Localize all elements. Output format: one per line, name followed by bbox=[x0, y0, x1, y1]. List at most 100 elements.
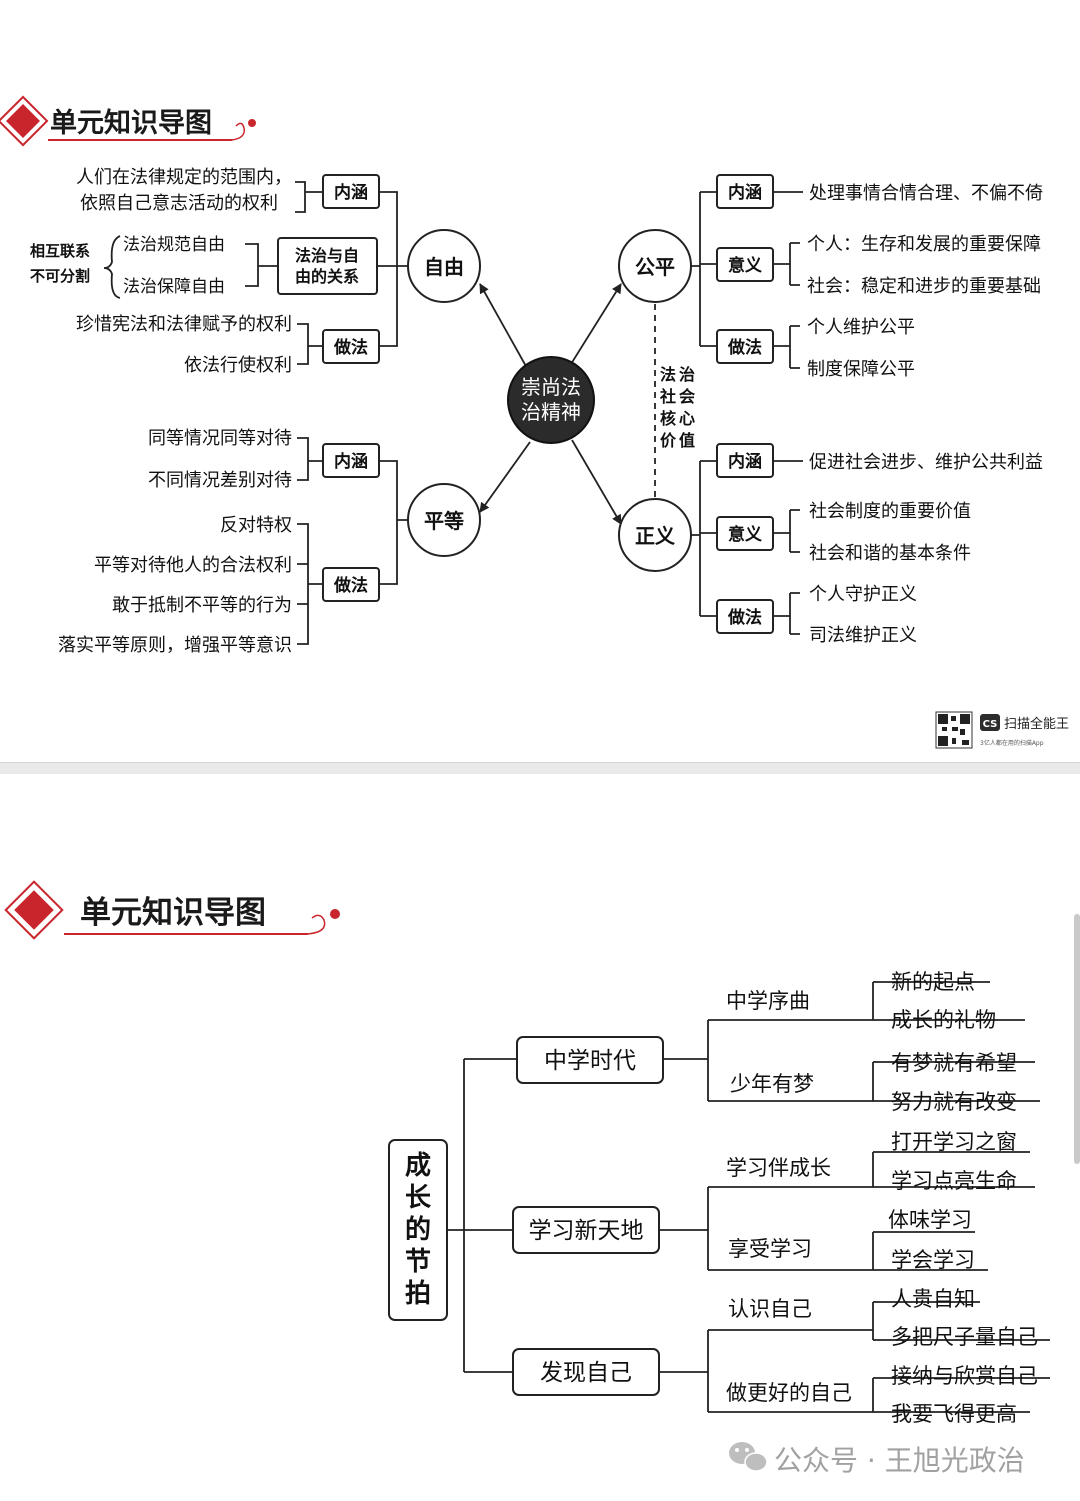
center-node: 崇尚法 治精神 bbox=[507, 356, 595, 444]
leaf-item: 学习点亮生命 bbox=[891, 1169, 1017, 1193]
center-line-2: 治精神 bbox=[521, 400, 581, 424]
core-value-char: 价 bbox=[660, 431, 677, 450]
text-line: 同等情况同等对待 bbox=[148, 428, 292, 449]
scanner-logo-text: CS bbox=[983, 719, 998, 730]
scanner-badge: CS 扫描全能王 3亿人都在用的扫描App bbox=[935, 711, 1069, 749]
text-line: 依法行使权利 bbox=[184, 355, 292, 376]
mindmap-rule-of-law: 单元知识导图 法 治 社 会 核 心 价 值 崇尚法 治精神 自由 内涵 人们在… bbox=[0, 95, 1069, 749]
label-zuofa: 做法 bbox=[727, 337, 762, 358]
mindmap-growth-rhythm: 单元知识导图 成 长 的 节 拍 中学时代 学习新天地 发现自己 中学序曲 少年… bbox=[4, 880, 1080, 1477]
watermark-text: 公众号 · 王旭光政治 bbox=[774, 1444, 1025, 1477]
leaf-item: 努力就有改变 bbox=[891, 1090, 1017, 1114]
group-label: 认识自己 bbox=[728, 1297, 812, 1321]
text-line: 依照自己意志活动的权利 bbox=[80, 193, 278, 214]
label-yiyi: 意义 bbox=[728, 255, 762, 276]
label-neihan: 内涵 bbox=[728, 182, 762, 203]
root-char: 长 bbox=[405, 1183, 432, 1213]
text-line: 社会制度的重要价值 bbox=[809, 501, 971, 522]
text-line: 处理事情合情合理、不偏不倚 bbox=[809, 183, 1043, 204]
text-line: 司法维护正义 bbox=[809, 625, 917, 646]
note-line: 不可分割 bbox=[30, 267, 90, 285]
root-char: 成 bbox=[405, 1151, 431, 1181]
text-line: 法治保障自由 bbox=[123, 277, 225, 297]
root-char: 拍 bbox=[405, 1279, 431, 1309]
node-title: 正义 bbox=[635, 524, 675, 548]
label-yiyi: 意义 bbox=[728, 524, 762, 545]
note-line: 相互联系 bbox=[30, 242, 90, 260]
label-relation-1: 法治与自 bbox=[295, 246, 359, 265]
mindmap-page-2: 单元知识导图 成 长 的 节 拍 中学时代 学习新天地 发现自己 中学序曲 少年… bbox=[0, 774, 1080, 1501]
text-line: 法治规范自由 bbox=[123, 235, 225, 255]
core-value-char: 心 bbox=[679, 409, 695, 428]
leaf-item: 多把尺子量自己 bbox=[891, 1325, 1038, 1349]
qr-code-icon bbox=[935, 711, 973, 749]
section-header: 单元知识导图 bbox=[4, 880, 340, 940]
core-value-char: 社 bbox=[659, 387, 676, 406]
diamond-icon bbox=[0, 95, 49, 147]
text-line: 珍惜宪法和法律赋予的权利 bbox=[76, 314, 292, 335]
scrollbar-thumb[interactable] bbox=[1074, 914, 1080, 1164]
core-value-char: 治 bbox=[679, 365, 695, 384]
node-title: 自由 bbox=[424, 255, 464, 279]
scanner-logo-icon bbox=[980, 714, 1000, 731]
leaf-item: 成长的礼物 bbox=[891, 1008, 996, 1032]
leaf-item: 新的起点 bbox=[891, 970, 975, 994]
label-zuofa: 做法 bbox=[333, 575, 368, 596]
node-freedom: 自由 bbox=[407, 229, 481, 303]
leaf-item: 打开学习之窗 bbox=[891, 1130, 1017, 1154]
text-line: 制度保障公平 bbox=[807, 359, 915, 380]
leaf-item: 我要飞得更高 bbox=[891, 1402, 1017, 1426]
group-label: 少年有梦 bbox=[730, 1072, 814, 1096]
group-label: 学习伴成长 bbox=[726, 1156, 831, 1180]
leaf-item: 学会学习 bbox=[891, 1248, 975, 1272]
root-char: 节 bbox=[405, 1247, 431, 1277]
label-zuofa: 做法 bbox=[333, 337, 368, 358]
branch-title: 发现自己 bbox=[540, 1360, 632, 1386]
node-justice: 正义 bbox=[618, 498, 692, 572]
text-line: 反对特权 bbox=[220, 515, 292, 536]
text-line: 人们在法律规定的范围内， bbox=[76, 167, 292, 188]
text-line: 不同情况差别对待 bbox=[148, 470, 292, 491]
group-label: 做更好的自己 bbox=[726, 1381, 852, 1405]
label-relation-2: 由的关系 bbox=[295, 267, 359, 286]
mindmap-page-1: 单元知识导图 法 治 社 会 核 心 价 值 崇尚法 治精神 自由 内涵 人们在… bbox=[0, 95, 1070, 749]
branch-title: 学习新天地 bbox=[529, 1218, 644, 1244]
section-header: 单元知识导图 bbox=[0, 95, 256, 147]
text-line: 敢于抵制不平等的行为 bbox=[112, 595, 292, 616]
leaf-item: 有梦就有希望 bbox=[891, 1051, 1017, 1075]
core-value-char: 值 bbox=[679, 431, 695, 450]
group-label: 享受学习 bbox=[728, 1237, 812, 1261]
node-title: 公平 bbox=[635, 255, 675, 279]
node-equality: 平等 bbox=[407, 483, 481, 557]
node-fairness: 公平 bbox=[618, 229, 692, 303]
group-label: 中学序曲 bbox=[726, 989, 810, 1013]
wechat-icon bbox=[729, 1442, 768, 1472]
scanner-name: 扫描全能王 bbox=[1004, 716, 1069, 732]
section-title: 单元知识导图 bbox=[50, 108, 212, 139]
core-value-char: 法 bbox=[660, 365, 676, 384]
text-line: 个人维护公平 bbox=[807, 317, 915, 338]
text-line: 社会：稳定和进步的重要基础 bbox=[807, 276, 1041, 297]
label-neihan: 内涵 bbox=[728, 451, 762, 472]
leaf-item: 人贵自知 bbox=[891, 1287, 975, 1311]
text-line: 个人守护正义 bbox=[809, 584, 917, 605]
watermark: 公众号 · 王旭光政治 bbox=[729, 1442, 1025, 1477]
text-line: 平等对待他人的合法权利 bbox=[94, 555, 292, 576]
text-line: 落实平等原则，增强平等意识 bbox=[58, 635, 292, 656]
core-value-label: 法 治 社 会 核 心 价 值 bbox=[659, 365, 695, 450]
label-neihan: 内涵 bbox=[334, 451, 368, 472]
core-value-char: 会 bbox=[679, 387, 695, 406]
page-separator bbox=[0, 762, 1080, 775]
section-title: 单元知识导图 bbox=[80, 895, 266, 931]
text-line: 个人：生存和发展的重要保障 bbox=[807, 234, 1041, 255]
root-char: 的 bbox=[405, 1214, 431, 1245]
label-zuofa: 做法 bbox=[727, 607, 762, 628]
core-value-char: 核 bbox=[660, 409, 676, 428]
center-line-1: 崇尚法 bbox=[521, 375, 581, 399]
diamond-icon bbox=[4, 880, 64, 940]
leaf-item: 体味学习 bbox=[888, 1208, 972, 1232]
label-neihan: 内涵 bbox=[334, 182, 368, 203]
branch-title: 中学时代 bbox=[544, 1048, 636, 1074]
branch-box bbox=[516, 1036, 664, 1084]
leaf-item: 接纳与欣赏自己 bbox=[891, 1364, 1038, 1388]
